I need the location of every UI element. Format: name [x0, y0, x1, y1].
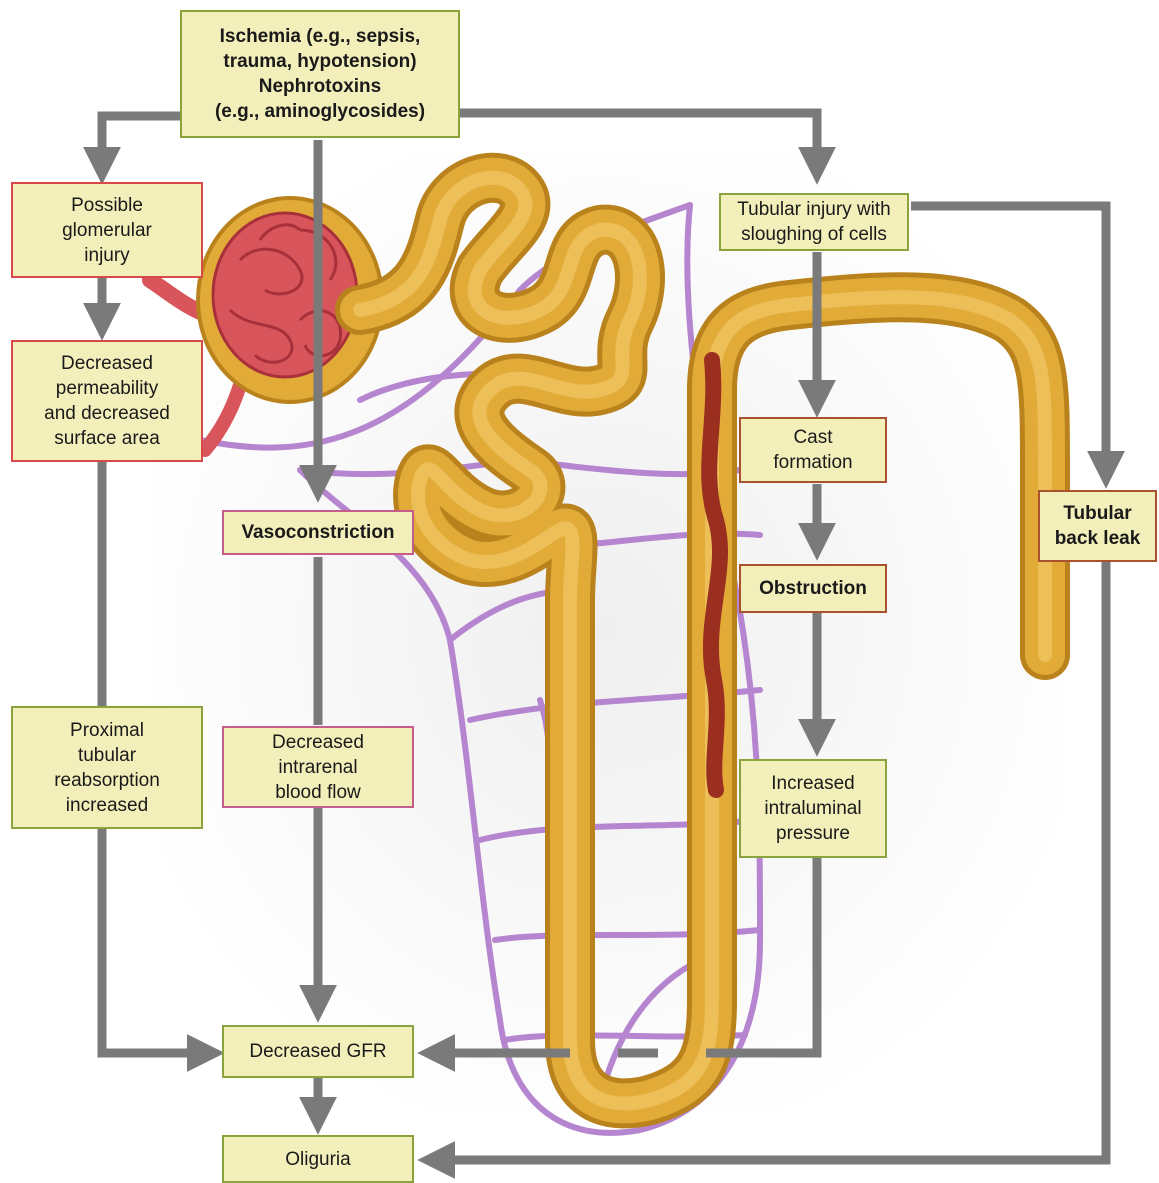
blood-flow-label: Decreased intrarenal blood flow — [272, 730, 364, 805]
back-leak-label: Tubular back leak — [1055, 501, 1141, 551]
obstruction-label: Obstruction — [759, 576, 867, 601]
decreased-gfr-box: Decreased GFR — [222, 1025, 414, 1078]
cast-formation-box: Cast formation — [739, 417, 887, 483]
oliguria-label: Oliguria — [285, 1147, 350, 1172]
glomerular-injury-label: Possible glomerular injury — [62, 193, 152, 268]
permeability-box: Decreased permeability and decreased sur… — [11, 340, 203, 462]
permeability-label: Decreased permeability and decreased sur… — [44, 351, 170, 451]
proximal-reabsorption-box: Proximal tubular reabsorption increased — [11, 706, 203, 829]
cause-label: Ischemia (e.g., sepsis, trauma, hypotens… — [215, 24, 425, 124]
tubular-cast — [709, 360, 720, 790]
blood-flow-box: Decreased intrarenal blood flow — [222, 726, 414, 808]
obstruction-box: Obstruction — [739, 564, 887, 613]
intraluminal-pressure-box: Increased intraluminal pressure — [739, 759, 887, 858]
cast-formation-label: Cast formation — [773, 425, 852, 475]
decreased-gfr-label: Decreased GFR — [249, 1039, 386, 1064]
tubular-injury-box: Tubular injury with sloughing of cells — [719, 193, 909, 251]
arrow-cause-to-glomerular — [102, 116, 182, 164]
back-leak-box: Tubular back leak — [1038, 490, 1157, 562]
intraluminal-pressure-label: Increased intraluminal pressure — [764, 771, 861, 846]
tubular-injury-label: Tubular injury with sloughing of cells — [737, 197, 890, 247]
oliguria-box: Oliguria — [222, 1135, 414, 1183]
cause-box: Ischemia (e.g., sepsis, trauma, hypotens… — [180, 10, 460, 138]
glomerular-injury-box: Possible glomerular injury — [11, 182, 203, 278]
vasoconstriction-label: Vasoconstriction — [241, 520, 394, 545]
proximal-reabsorption-label: Proximal tubular reabsorption increased — [54, 718, 160, 818]
vasoconstriction-box: Vasoconstriction — [222, 510, 414, 555]
